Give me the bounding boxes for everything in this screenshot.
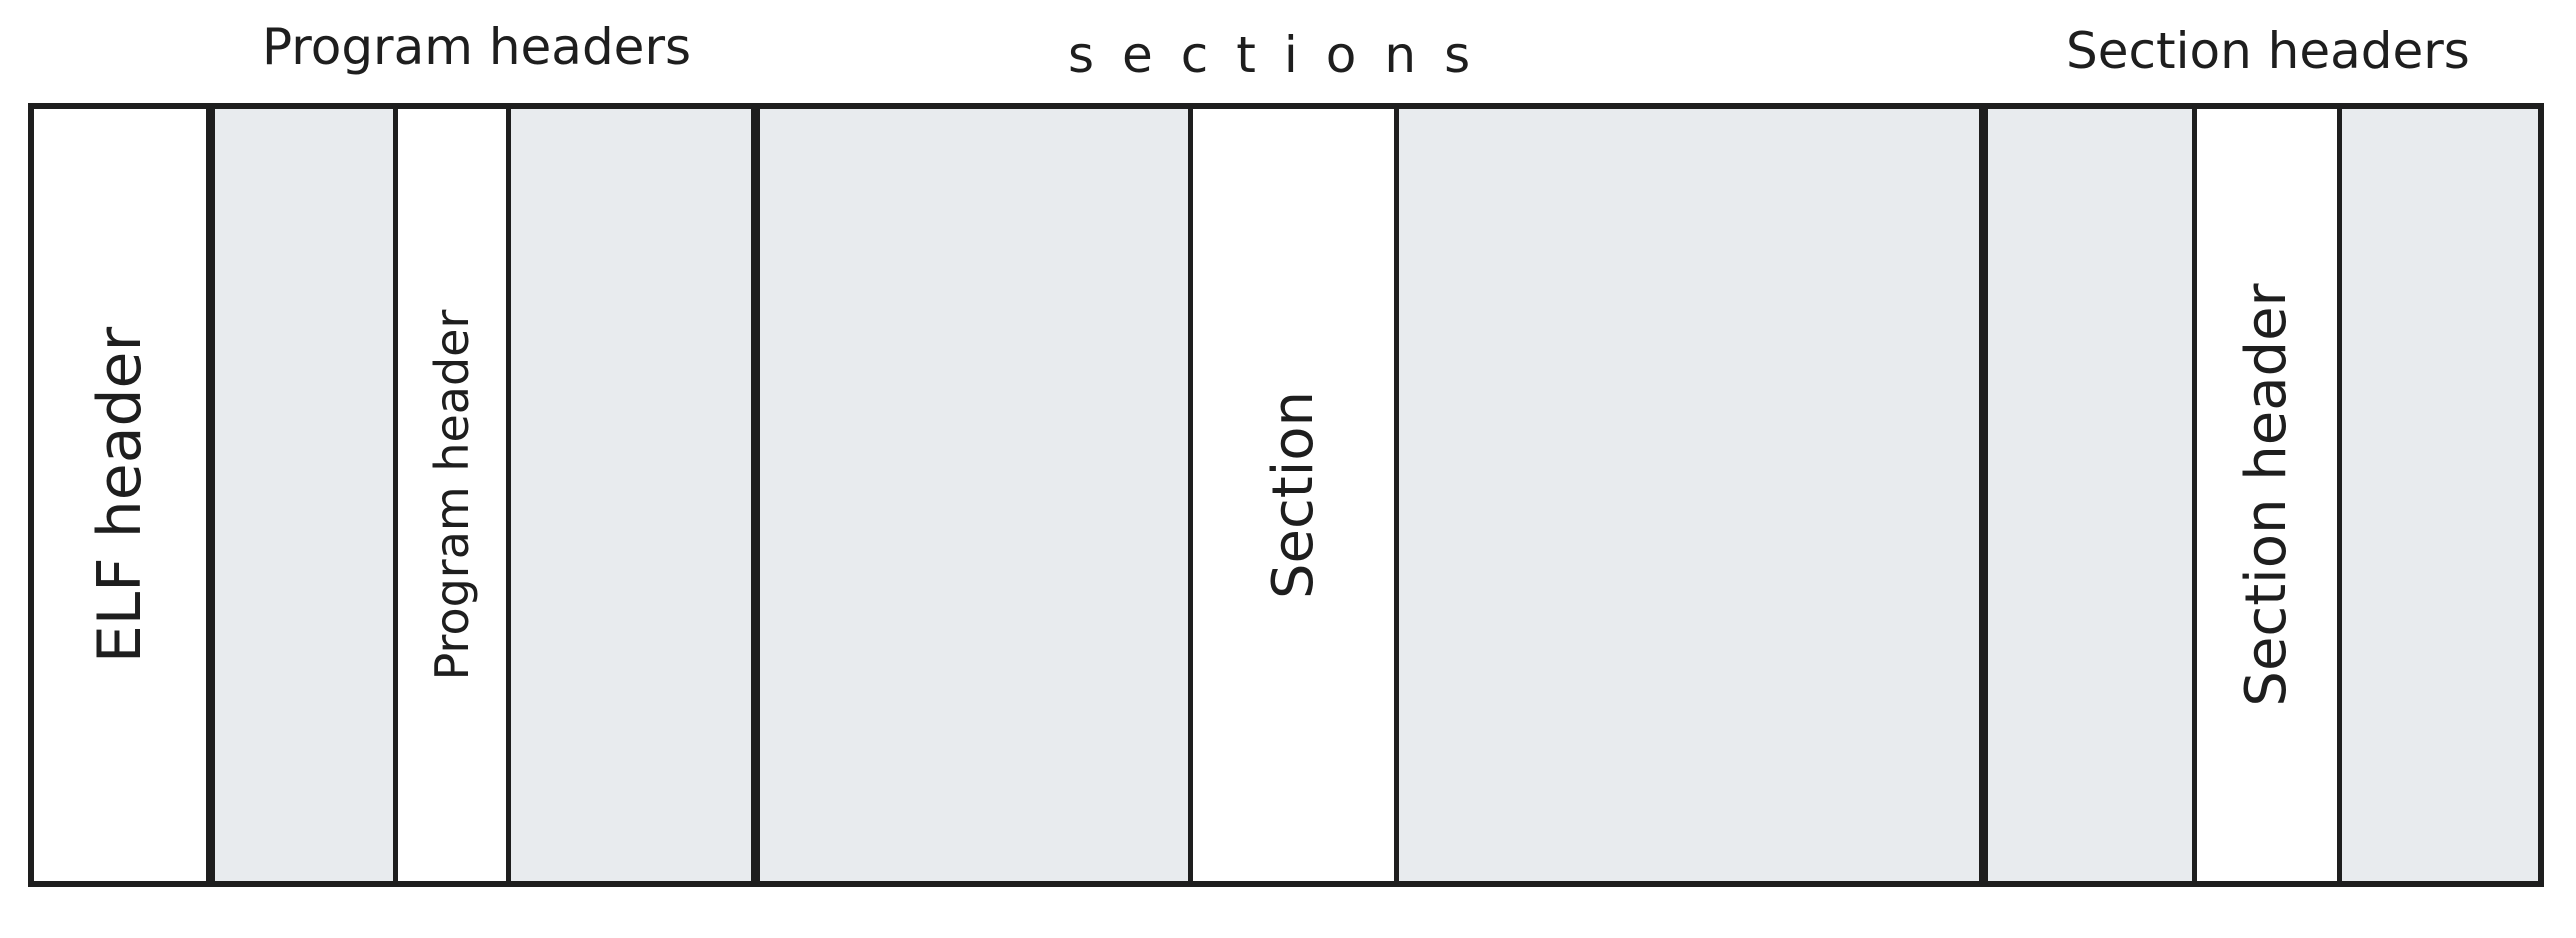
section-label: Section <box>1260 390 1326 600</box>
elf-header-label: ELF header <box>85 326 155 664</box>
program-header-block: Program header <box>398 109 506 881</box>
program-header-shaded-left <box>215 109 393 881</box>
section-divider-right <box>1394 109 1399 881</box>
elf-header-divider <box>206 109 215 881</box>
elf-file-layout: ELF header Program header Section Sectio… <box>28 103 2544 887</box>
section-header-shaded-left <box>1988 109 2192 881</box>
section-headers-label: Section headers <box>2066 22 2470 80</box>
sections-label: sections <box>1068 26 1499 84</box>
section-header-divider-right <box>2337 109 2342 881</box>
program-headers-end-divider <box>751 109 760 881</box>
section-header-shaded-right <box>2342 109 2538 881</box>
section-block: Section <box>1193 109 1394 881</box>
section-header-label: Section header <box>2234 283 2299 707</box>
program-headers-label: Program headers <box>262 18 692 76</box>
program-header-divider-left <box>393 109 398 881</box>
elf-header-block: ELF header <box>34 109 206 881</box>
section-shaded-right <box>1399 109 1979 881</box>
section-shaded-left <box>760 109 1188 881</box>
sections-end-divider <box>1979 109 1988 881</box>
section-divider-left <box>1188 109 1193 881</box>
section-header-divider-left <box>2192 109 2197 881</box>
program-header-divider-right <box>506 109 511 881</box>
program-header-label: Program header <box>425 309 479 681</box>
program-header-shaded-right <box>511 109 751 881</box>
section-header-block: Section header <box>2197 109 2337 881</box>
